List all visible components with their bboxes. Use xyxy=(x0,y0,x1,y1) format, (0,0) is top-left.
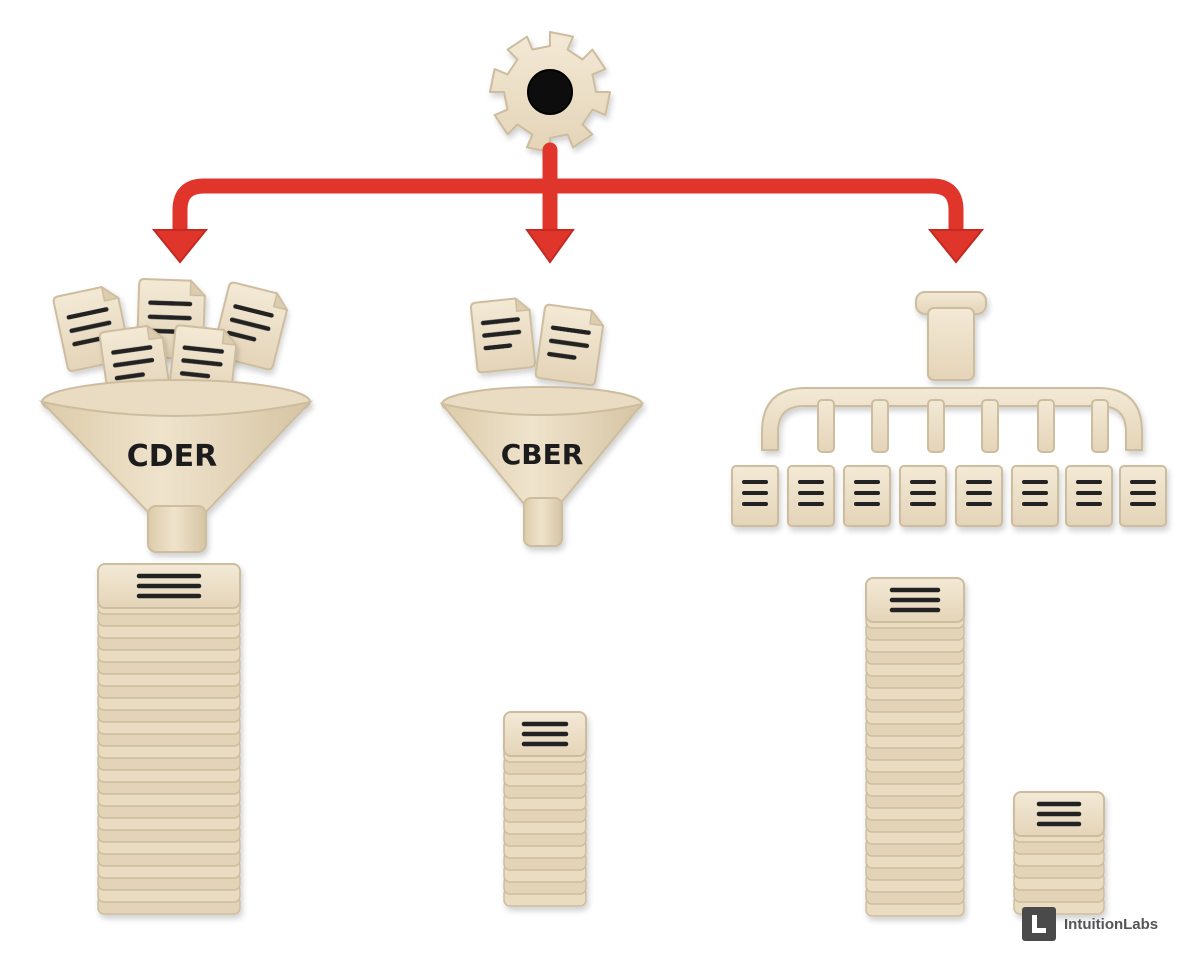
document-stacks xyxy=(97,563,1105,917)
cder-funnel: CDER xyxy=(39,379,313,553)
manifold-branches xyxy=(817,399,1109,453)
arrow-head-left xyxy=(151,229,209,264)
manifold-branch xyxy=(1037,399,1055,453)
document-icon xyxy=(955,465,1003,527)
document-icon xyxy=(731,465,779,527)
arrow-head-right xyxy=(927,229,985,264)
gear-icon xyxy=(489,31,611,153)
document-stack xyxy=(97,563,241,915)
arrow-crossbar xyxy=(172,178,964,248)
manifold-branch xyxy=(1091,399,1109,453)
brand-name: IntuitionLabs xyxy=(1064,915,1159,933)
manifold-branch xyxy=(927,399,945,453)
document-icon xyxy=(787,465,835,527)
manifold-branch xyxy=(981,399,999,453)
document-icon xyxy=(843,465,891,527)
document-icon xyxy=(1119,465,1167,527)
brand-logo-icon xyxy=(1022,907,1056,941)
document-icon xyxy=(899,465,947,527)
document-icon xyxy=(1065,465,1113,527)
manifold-output-documents xyxy=(731,465,1167,527)
brand-watermark: IntuitionLabs xyxy=(1022,906,1158,942)
distribution-arrows xyxy=(151,142,985,264)
manifold-branch xyxy=(817,399,835,453)
document-stack xyxy=(865,577,965,917)
document-icon xyxy=(469,296,537,374)
cder-label: CDER xyxy=(127,439,218,474)
document-stack xyxy=(503,711,587,907)
document-icon xyxy=(534,303,605,387)
cber-funnel: CBER xyxy=(439,386,645,547)
cber-label: CBER xyxy=(501,438,584,471)
document-stack xyxy=(1013,791,1105,915)
document-icon xyxy=(1011,465,1059,527)
arrow-head-middle xyxy=(525,229,575,264)
manifold-branch xyxy=(871,399,889,453)
